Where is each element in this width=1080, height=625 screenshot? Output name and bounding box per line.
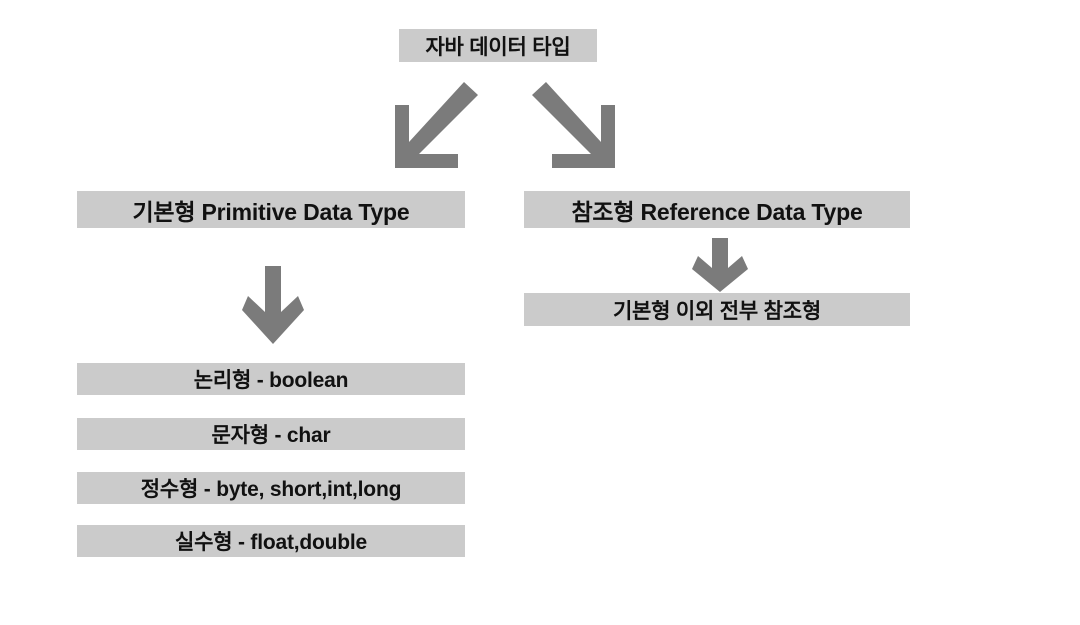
node-java-data-type: 자바 데이터 타입 [399,29,597,62]
arrow-down-right-icon [532,82,615,168]
node-primitive-data-type: 기본형 Primitive Data Type [77,191,465,228]
arrow-down-icon [242,266,304,344]
node-reference-data-type: 참조형 Reference Data Type [524,191,910,228]
node-integer-types: 정수형 - byte, short,int,long [77,472,465,504]
node-all-except-primitive: 기본형 이외 전부 참조형 [524,293,910,326]
node-char-type: 문자형 - char [77,418,465,450]
arrow-down-left-icon [395,82,478,168]
node-boolean-type: 논리형 - boolean [77,363,465,395]
node-floating-point-types: 실수형 - float,double [77,525,465,557]
arrow-down-icon [692,238,748,292]
